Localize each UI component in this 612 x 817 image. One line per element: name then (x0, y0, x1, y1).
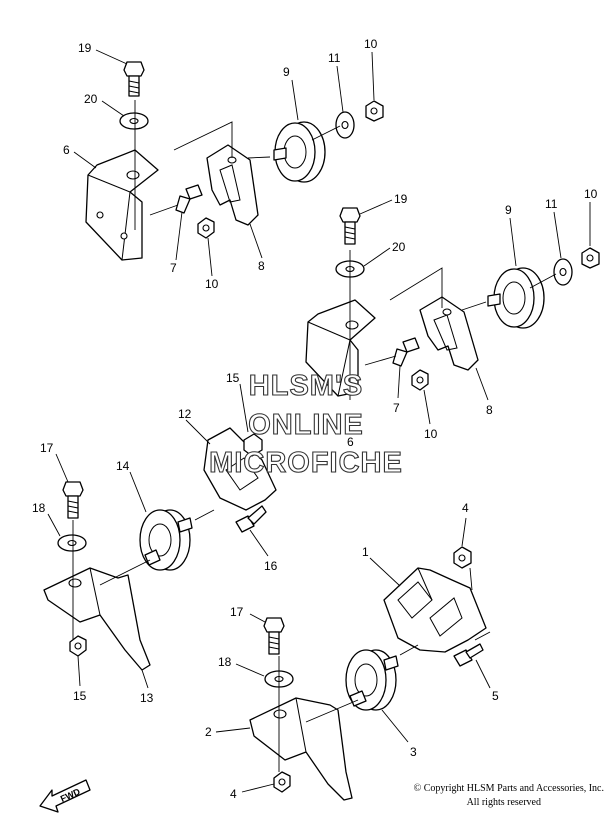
bolt-17-right (263, 617, 285, 655)
callout-4: 4 (462, 501, 469, 515)
nut-10-upper-left-top (365, 100, 384, 122)
callout-20: 20 (84, 92, 98, 106)
assembly-line-upper-right (349, 250, 557, 400)
mount-14 (139, 509, 193, 571)
callout-7: 7 (170, 261, 177, 275)
watermark-line-3: MICROFICHE (209, 447, 403, 479)
callout-3: 3 (410, 745, 417, 759)
mount-9-upper-left (273, 121, 326, 183)
copyright-line-2: All rights reserved (467, 797, 541, 808)
callout-2: 2 (205, 725, 212, 739)
watermark: HLSM'S ONLINE MICROFICHE (209, 369, 403, 479)
callout-16: 16 (264, 559, 278, 573)
nut-10-upper-right-top (581, 247, 600, 269)
callout-19: 19 (78, 41, 92, 55)
bolt-7-upper-right (392, 337, 420, 367)
callout-13: 13 (140, 691, 154, 705)
bracket-6-upper-right (305, 299, 376, 397)
bracket-8-upper-left (206, 144, 259, 226)
nut-10-upper-right-lower (411, 369, 429, 391)
callout-10: 10 (364, 37, 378, 51)
bolt-15-top (243, 433, 263, 457)
watermark-line-2: ONLINE (248, 409, 364, 441)
bolt-19-upper-left (123, 61, 145, 97)
mount-9-upper-right (487, 267, 545, 329)
washer-18-left (57, 534, 87, 552)
bolt-7-upper-left (175, 184, 203, 214)
nut-4-bottom (273, 771, 291, 793)
bracket-13 (43, 567, 151, 671)
forward-direction-arrow: FWD (39, 779, 91, 813)
callout-6: 6 (63, 143, 70, 157)
bracket-2 (249, 697, 353, 801)
callout-19: 19 (394, 192, 408, 206)
callout-15: 15 (73, 689, 87, 703)
bracket-6-upper-left (85, 149, 159, 261)
callout-12: 12 (178, 407, 192, 421)
callout-17: 17 (230, 605, 244, 619)
bolt-19-upper-right (339, 207, 361, 245)
bolt-16 (235, 505, 267, 533)
callout-6: 6 (347, 435, 354, 449)
callout-9: 9 (505, 203, 512, 217)
callout-1: 1 (362, 545, 369, 559)
callout-20: 20 (392, 240, 406, 254)
bolt-17-left (62, 481, 84, 519)
callout-18: 18 (32, 501, 46, 515)
callout-14: 14 (116, 459, 130, 473)
assembly-line-lower-right (278, 567, 491, 772)
callout-7: 7 (393, 401, 400, 415)
assembly-line-upper-left (134, 100, 341, 230)
assembly-line-middle-left (72, 509, 215, 640)
bracket-1 (383, 567, 487, 653)
callout-10: 10 (424, 427, 438, 441)
bolt-5 (453, 643, 484, 667)
nut-15-bottom (69, 635, 87, 657)
bracket-8-upper-right (419, 296, 479, 371)
mount-3 (345, 649, 399, 711)
callout-10: 10 (584, 187, 598, 201)
watermark-line-1: HLSM'S (249, 370, 363, 402)
callout-11: 11 (545, 197, 558, 211)
callout-4: 4 (230, 787, 237, 801)
callout-15: 15 (226, 371, 240, 385)
callout-10: 10 (205, 277, 219, 291)
callout-5: 5 (492, 689, 499, 703)
leader-lines (47, 49, 591, 793)
callout-11: 11 (328, 51, 341, 65)
callout-8: 8 (258, 259, 265, 273)
callout-8: 8 (486, 403, 493, 417)
nut-10-upper-left-lower (197, 217, 215, 239)
forward-label: FWD (59, 786, 82, 804)
callout-17: 17 (40, 441, 54, 455)
callout-9: 9 (283, 65, 290, 79)
washer-11-upper-left (335, 111, 355, 139)
callout-18: 18 (218, 655, 232, 669)
washer-11-upper-right (553, 258, 573, 286)
nut-4-top (453, 546, 472, 569)
washer-20-upper-left (119, 112, 149, 130)
copyright-line-1: © Copyright HLSM Parts and Accessories, … (414, 783, 604, 794)
